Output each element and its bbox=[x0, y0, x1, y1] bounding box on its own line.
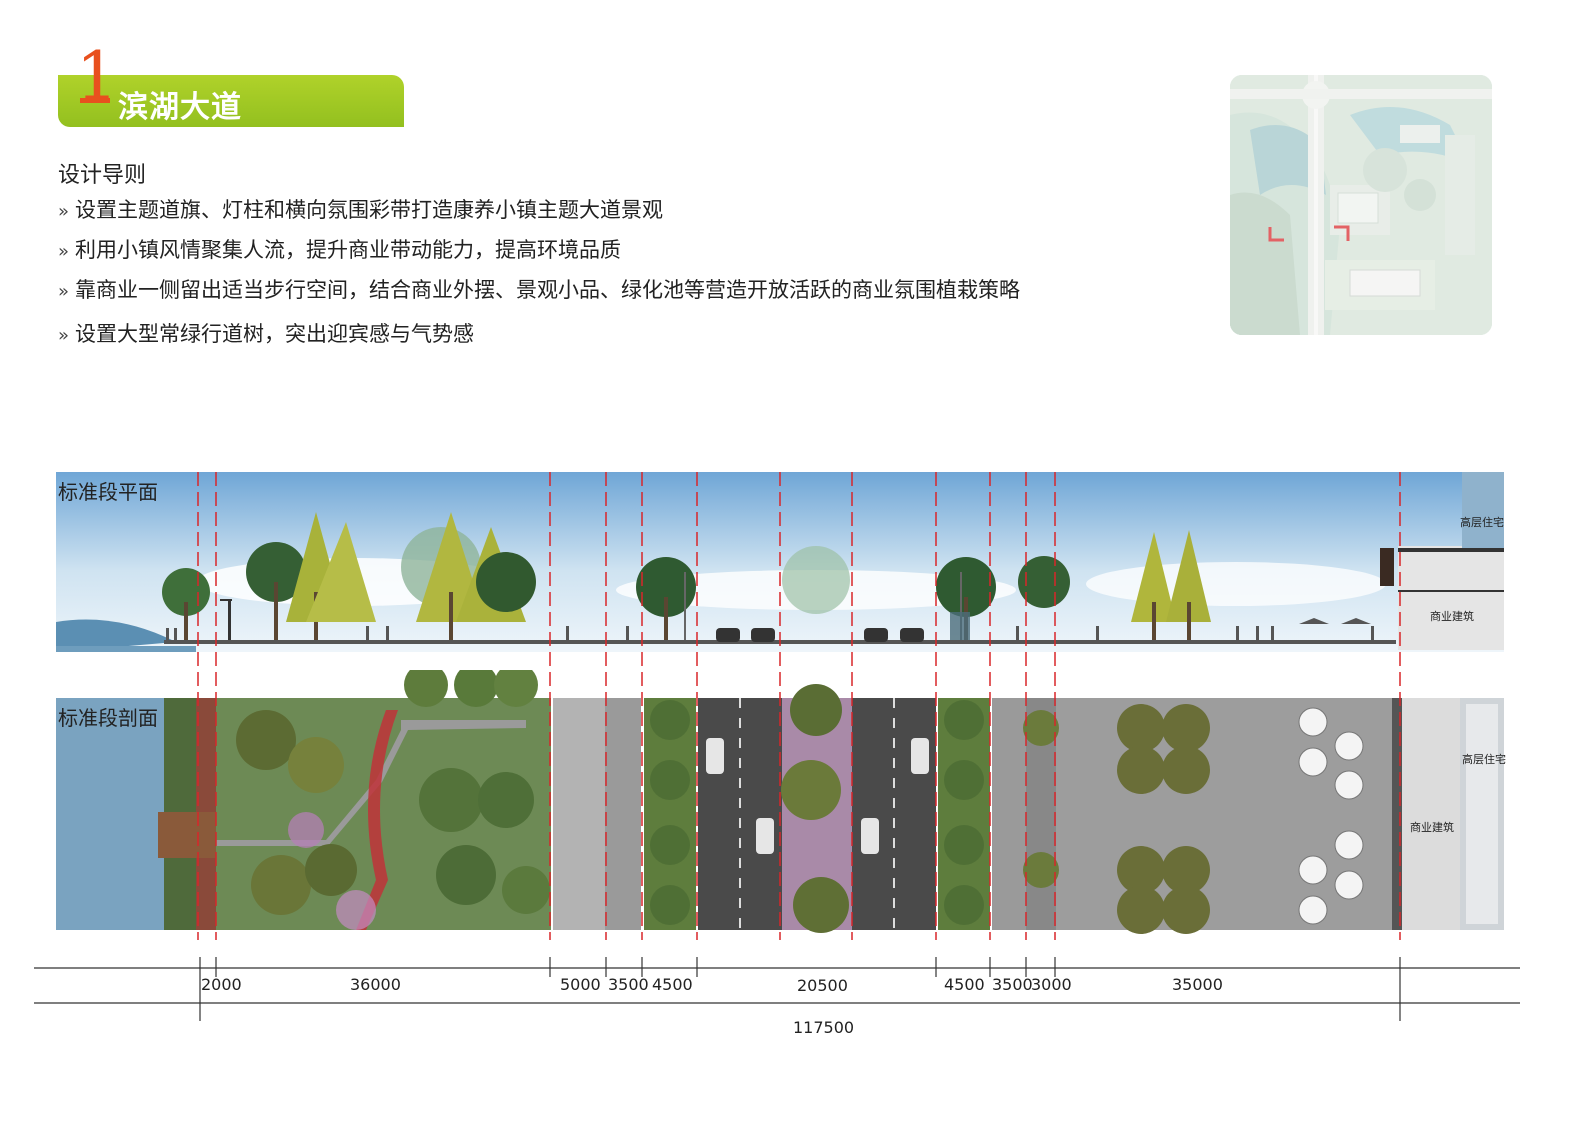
car bbox=[911, 738, 929, 774]
elevation-title: 标准段平面 bbox=[58, 480, 158, 504]
plan-drawing bbox=[56, 670, 1504, 934]
plaza-tree-pits bbox=[1023, 704, 1210, 934]
section-number-underline bbox=[80, 98, 110, 103]
car bbox=[716, 628, 740, 642]
elevation-commercial-label: 商业建筑 bbox=[1430, 610, 1474, 623]
section-dividers bbox=[197, 472, 1401, 940]
plan-road-left bbox=[698, 698, 782, 930]
plan-bike-lane bbox=[605, 698, 641, 930]
page-title: 滨湖大道 bbox=[118, 90, 242, 125]
dimension-label: 5000 bbox=[560, 975, 601, 994]
people-figures bbox=[166, 618, 1374, 640]
car bbox=[861, 818, 879, 854]
key-map bbox=[1230, 75, 1492, 335]
car bbox=[900, 628, 924, 642]
guideline-item: »利用小镇风情聚集人流，提升商业带动能力，提高环境品质 bbox=[58, 238, 622, 262]
dimension-label: 4500 bbox=[652, 975, 693, 994]
commercial-awning bbox=[1380, 548, 1394, 586]
elevation-residential-label: 高层住宅 bbox=[1460, 516, 1504, 529]
bullet-icon: » bbox=[58, 325, 70, 346]
dimension-label: 3500 bbox=[608, 975, 649, 994]
guidelines-list: »设置主题道旗、灯柱和横向氛围彩带打造康养小镇主题大道景观 »利用小镇风情聚集人… bbox=[58, 196, 1020, 360]
car bbox=[864, 628, 888, 642]
bullet-icon: » bbox=[58, 201, 70, 222]
car bbox=[751, 628, 775, 642]
plan-title: 标准段剖面 bbox=[58, 706, 158, 730]
dimension-label: 35000 bbox=[1172, 975, 1223, 994]
plan-residential-label: 高层住宅 bbox=[1462, 753, 1506, 766]
guideline-item: »设置大型常绿行道树，突出迎宾感与气势感 bbox=[58, 322, 475, 346]
lake-water bbox=[56, 619, 176, 652]
dimension-label: 20500 bbox=[797, 976, 848, 995]
bullet-icon: » bbox=[58, 281, 70, 302]
plan-commercial-building bbox=[1402, 698, 1460, 930]
dimension-label: 4500 bbox=[944, 975, 985, 994]
residential-tower bbox=[1462, 472, 1504, 552]
car bbox=[756, 818, 774, 854]
dimension-label: 3500 bbox=[992, 975, 1033, 994]
dimension-label: 3000 bbox=[1031, 975, 1072, 994]
plan-tree-clusters bbox=[236, 670, 550, 930]
total-dimension-label: 117500 bbox=[793, 1018, 855, 1037]
plan-lake bbox=[56, 698, 164, 930]
dimension-label: 2000 bbox=[201, 975, 242, 994]
title-bar bbox=[58, 75, 404, 127]
plaza-umbrellas bbox=[1298, 707, 1364, 925]
tree-row bbox=[162, 512, 1211, 640]
dimension-label: 36000 bbox=[350, 975, 401, 994]
commercial-building bbox=[1398, 546, 1504, 650]
plan-sidewalk bbox=[553, 698, 605, 930]
guideline-item: »设置主题道旗、灯柱和横向氛围彩带打造康养小镇主题大道景观 bbox=[58, 198, 664, 222]
plan-commercial-label: 商业建筑 bbox=[1410, 821, 1454, 834]
plan-road-right bbox=[852, 698, 936, 930]
guidelines-heading: 设计导则 bbox=[58, 163, 147, 188]
key-map-image bbox=[1230, 75, 1492, 335]
dimension-lines bbox=[34, 957, 1520, 1021]
bullet-icon: » bbox=[58, 241, 70, 262]
car bbox=[706, 738, 724, 774]
guideline-item: »靠商业一侧留出适当步行空间，结合商业外摆、景观小品、绿化池等营造开放活跃的商业… bbox=[58, 278, 1021, 302]
